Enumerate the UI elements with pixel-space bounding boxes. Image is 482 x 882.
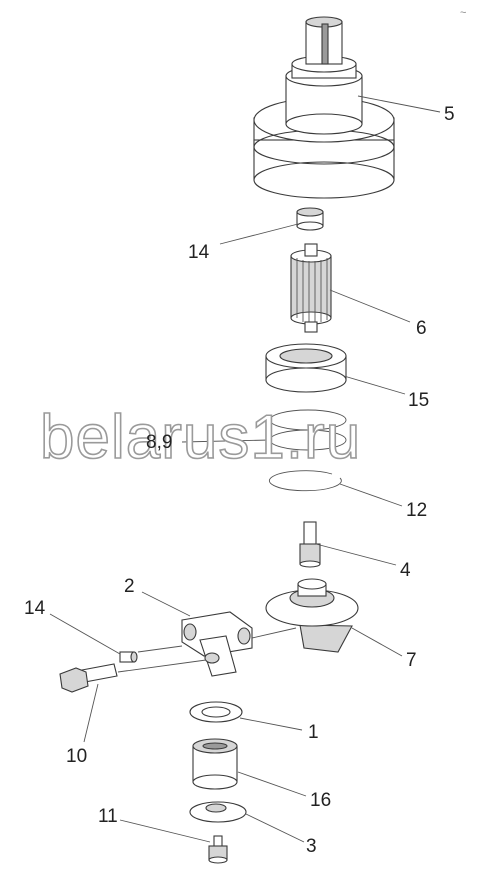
part-16-sleeve bbox=[192, 738, 238, 790]
callout-10: 10 bbox=[66, 746, 87, 767]
callout-14-upper: 14 bbox=[188, 242, 210, 263]
callout-11: 11 bbox=[98, 806, 118, 827]
callout-15: 15 bbox=[408, 390, 429, 411]
part-14-fitting-lower bbox=[119, 651, 138, 663]
part-15-bearing bbox=[265, 343, 347, 393]
callout-16: 16 bbox=[310, 790, 331, 811]
callout-14-lower: 14 bbox=[24, 598, 46, 619]
part-4-pin bbox=[299, 521, 321, 568]
callout-4: 4 bbox=[400, 560, 411, 581]
leader-lines bbox=[49, 95, 441, 843]
part-2-t-body bbox=[181, 611, 253, 677]
callout-8-9: 8,9 bbox=[146, 432, 172, 453]
watermark-text: belarus1.ru bbox=[40, 403, 361, 472]
part-3-disc bbox=[189, 801, 247, 823]
corner-mark: ~ bbox=[460, 7, 466, 19]
callout-7: 7 bbox=[406, 650, 417, 671]
part-14-bushing-upper bbox=[296, 207, 324, 231]
part-11-screw bbox=[208, 835, 228, 864]
part-7-seat bbox=[265, 578, 359, 653]
callout-2: 2 bbox=[124, 576, 135, 597]
part-12-snap-ring bbox=[268, 470, 342, 492]
callout-12: 12 bbox=[406, 500, 427, 521]
callout-5: 5 bbox=[444, 104, 455, 125]
part-6-gear bbox=[290, 243, 332, 333]
callout-1: 1 bbox=[308, 722, 319, 743]
callout-3: 3 bbox=[306, 836, 317, 857]
part-5-housing bbox=[253, 16, 395, 199]
part-10-bolt bbox=[59, 663, 118, 693]
callout-6: 6 bbox=[416, 318, 427, 339]
part-1-washer bbox=[189, 701, 243, 723]
assembly-axis-lines bbox=[117, 627, 297, 673]
